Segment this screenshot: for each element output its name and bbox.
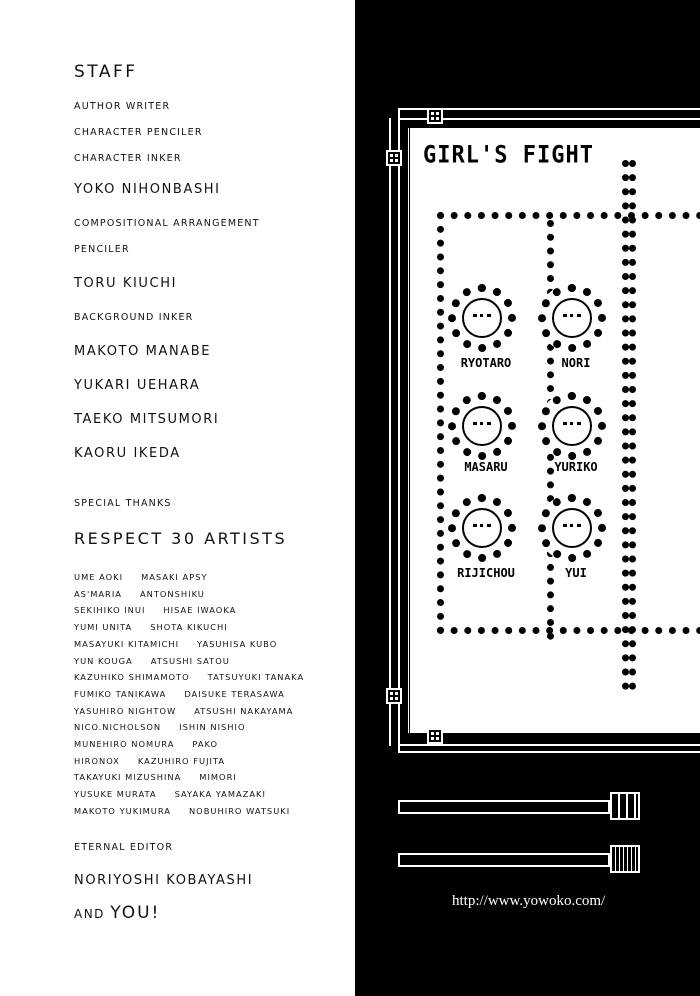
artist-row: NICO.NICHOLSON ISHIN NISHIO — [74, 722, 246, 732]
artwork-title: GIRL'S FIGHT — [423, 141, 594, 170]
respect-heading: RESPECT 30 ARTISTS — [74, 529, 288, 548]
character-name: MASARU — [464, 460, 508, 474]
artist-row: MUNEHIRO NOMURA PAKO — [74, 739, 218, 749]
artist-row: KAZUHIKO SHIMAMOTO TATSUYUKI TANAKA — [74, 672, 304, 682]
artist-row: AS'MARIA ANTONSHIKU — [74, 589, 205, 599]
staff-heading: STAFF — [74, 62, 138, 82]
artist-name: TAKAYUKI MIZUSHINA — [74, 772, 182, 783]
artist-name: ATSUSHI SATOU — [150, 655, 230, 666]
window-ornament-icon — [386, 688, 402, 704]
artist-name: YASUHISA KUBO — [197, 638, 278, 649]
artist-name: NICO.NICHOLSON — [74, 722, 162, 733]
face-yui — [538, 494, 606, 562]
role-label: CHARACTER PENCILER — [74, 127, 203, 138]
and-text: AND — [74, 907, 105, 921]
character-name: RIJICHOU — [457, 566, 515, 580]
character-name: YUI — [565, 566, 587, 580]
artist-row: YUSUKE MURATA SAYAKA YAMAZAKI — [74, 789, 266, 799]
artist-row: MAKOTO YUKIMURA NOBUHIRO WATSUKI — [74, 806, 290, 816]
role-label: AUTHOR WRITER — [74, 101, 171, 112]
artist-name: KAZUHIKO SHIMAMOTO — [74, 672, 190, 683]
artist-name: YUMI UNITA — [74, 622, 133, 633]
frame-line — [398, 118, 700, 120]
character-name: NORI — [561, 356, 591, 370]
staff-name: KAORU IKEDA — [74, 446, 181, 461]
artist-row: UME AOKI MASAKI APSY — [74, 572, 208, 582]
face-masaru — [448, 392, 516, 460]
role-label: ETERNAL EDITOR — [74, 842, 174, 853]
pen-illustration — [398, 800, 610, 814]
staff-name: TORU KIUCHI — [74, 276, 178, 291]
staff-name: MAKOTO MANABE — [74, 344, 212, 359]
staff-name: NORIYOSHI KOBAYASHI — [74, 873, 254, 888]
artist-name: MAKOTO YUKIMURA — [74, 805, 171, 816]
artist-name: MUNEHIRO NOMURA — [74, 739, 175, 749]
artist-name: FUMIKO TANIKAWA — [74, 688, 167, 699]
frame-line — [398, 744, 700, 746]
you-text: YOU! — [110, 903, 161, 923]
artist-name: MIMORI — [199, 772, 237, 783]
artist-row: SEKIHIKO INUI HISAE IWAOKA — [74, 605, 236, 615]
artist-name: YUN KOUGA — [74, 655, 133, 666]
artist-name: ANTONSHIKU — [139, 588, 205, 599]
artist-name: UME AOKI — [74, 572, 124, 582]
artist-name: TATSUYUKI TANAKA — [207, 672, 305, 683]
character-name: RYOTARO — [460, 356, 512, 370]
role-label: PENCILER — [74, 244, 130, 255]
artist-name: SHOTA KIKUCHI — [150, 622, 228, 633]
pen-cap — [610, 792, 640, 820]
artist-name: MASAKI APSY — [141, 572, 208, 582]
artist-name: SAYAKA YAMAZAKI — [174, 789, 266, 800]
role-label: SPECIAL THANKS — [74, 498, 172, 509]
closing-line: AND YOU! — [74, 903, 160, 923]
window-ornament-icon — [427, 108, 443, 124]
artist-name: HISAE IWAOKA — [163, 605, 237, 616]
face-nori — [538, 284, 606, 352]
artist-name: MASAYUKI KITAMICHI — [74, 638, 180, 649]
artist-name: HIRONOX — [74, 755, 120, 766]
staff-name: YOKO NIHONBASHI — [74, 182, 221, 197]
window-ornament-icon — [427, 728, 443, 744]
artist-name: KAZUHIRO FUJITA — [137, 755, 226, 766]
pen-cap — [610, 845, 640, 873]
website-url[interactable]: http://www.yowoko.com/ — [452, 893, 606, 909]
credits-panel: STAFF AUTHOR WRITER CHARACTER PENCILER C… — [74, 62, 304, 923]
role-label: CHARACTER INKER — [74, 153, 182, 164]
face-rijichou — [448, 494, 516, 562]
bracket-pole — [622, 160, 636, 690]
artist-name: YUSUKE MURATA — [74, 789, 157, 800]
pen-illustration — [398, 853, 610, 867]
artist-name: ATSUSHI NAKAYAMA — [194, 705, 294, 716]
artist-name: ISHIN NISHIO — [179, 722, 246, 733]
artist-row: TAKAYUKI MIZUSHINA MIMORI — [74, 772, 237, 782]
artist-name: AS'MARIA — [74, 588, 122, 599]
artist-row: YASUHIRO NIGHTOW ATSUSHI NAKAYAMA — [74, 706, 293, 716]
artist-row: YUMI UNITA SHOTA KIKUCHI — [74, 622, 228, 632]
artist-row: YUN KOUGA ATSUSHI SATOU — [74, 656, 230, 666]
window-ornament-icon — [386, 150, 402, 166]
artist-name: PAKO — [192, 739, 219, 749]
artist-name: SEKIHIKO INUI — [74, 605, 146, 616]
role-label: BACKGROUND INKER — [74, 312, 194, 323]
artist-row: MASAYUKI KITAMICHI YASUHISA KUBO — [74, 639, 277, 649]
artist-name: DAISUKE TERASAWA — [184, 688, 285, 699]
artist-row: FUMIKO TANIKAWA DAISUKE TERASAWA — [74, 689, 285, 699]
role-label: COMPOSITIONAL ARRANGEMENT — [74, 218, 260, 229]
face-ryotaro — [448, 284, 516, 352]
staff-name: TAEKO MITSUMORI — [74, 412, 220, 427]
face-yuriko — [538, 392, 606, 460]
artist-name: NOBUHIRO WATSUKI — [188, 805, 291, 816]
tournament-bracket — [437, 212, 700, 634]
frame-line — [389, 118, 391, 746]
artist-name: YASUHIRO NIGHTOW — [74, 705, 177, 716]
staff-name: YUKARI UEHARA — [74, 378, 201, 393]
artist-row: HIRONOX KAZUHIRO FUJITA — [74, 756, 225, 766]
character-name: YURIKO — [554, 460, 598, 474]
